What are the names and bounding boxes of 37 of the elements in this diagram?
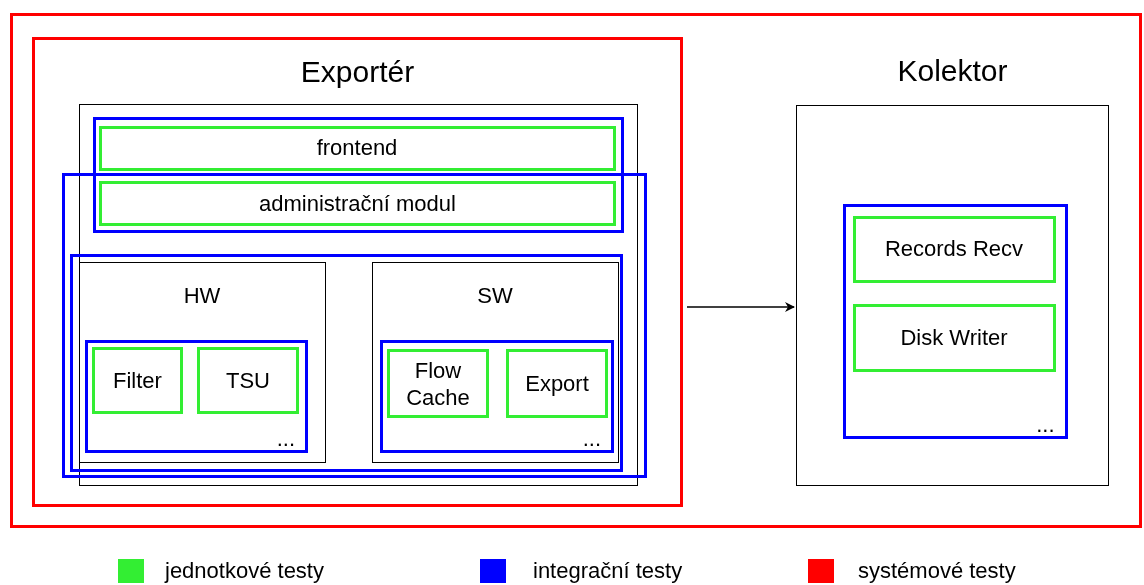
module-label: administrační modul (258, 189, 457, 218)
box-heading: Exportér (299, 55, 416, 89)
system-test-frame (10, 13, 1142, 528)
module-label: Flow Cache (405, 356, 471, 411)
legend-label: systémové testy (858, 558, 1016, 584)
module-box (99, 181, 616, 226)
integration-frame (92, 116, 624, 233)
component-box (371, 261, 619, 463)
legend-label: jednotkové testy (165, 558, 324, 584)
exporter-frame (32, 37, 683, 507)
module-label: TSU (225, 366, 271, 395)
module-box (852, 215, 1056, 283)
ellipsis-text: ... (1036, 413, 1055, 436)
module-box (197, 347, 299, 414)
arrow (686, 302, 795, 312)
module-box (92, 347, 183, 414)
module-label: Records Recv (883, 235, 1025, 263)
module-label: Filter (112, 366, 163, 395)
module-box (98, 125, 616, 171)
box-heading: HW (182, 282, 222, 309)
ellipsis-text: ... (582, 428, 601, 450)
module-box (387, 349, 489, 418)
module-box (506, 349, 608, 418)
legend-label: integrační testy (533, 558, 683, 584)
module-label: Disk Writer (899, 323, 1009, 352)
ellipsis-text: ... (276, 428, 295, 450)
integration-frame (61, 172, 647, 478)
module-box (852, 303, 1056, 372)
integration-frame (842, 203, 1068, 439)
integration-frame (69, 253, 623, 472)
integration-frame (380, 340, 614, 453)
integration-frame (85, 340, 308, 453)
module-label: frontend (315, 134, 399, 162)
component-box (78, 261, 326, 463)
module-label: Export (524, 369, 590, 398)
box-heading: Kolektor (896, 54, 1009, 88)
box-heading: SW (476, 282, 514, 309)
